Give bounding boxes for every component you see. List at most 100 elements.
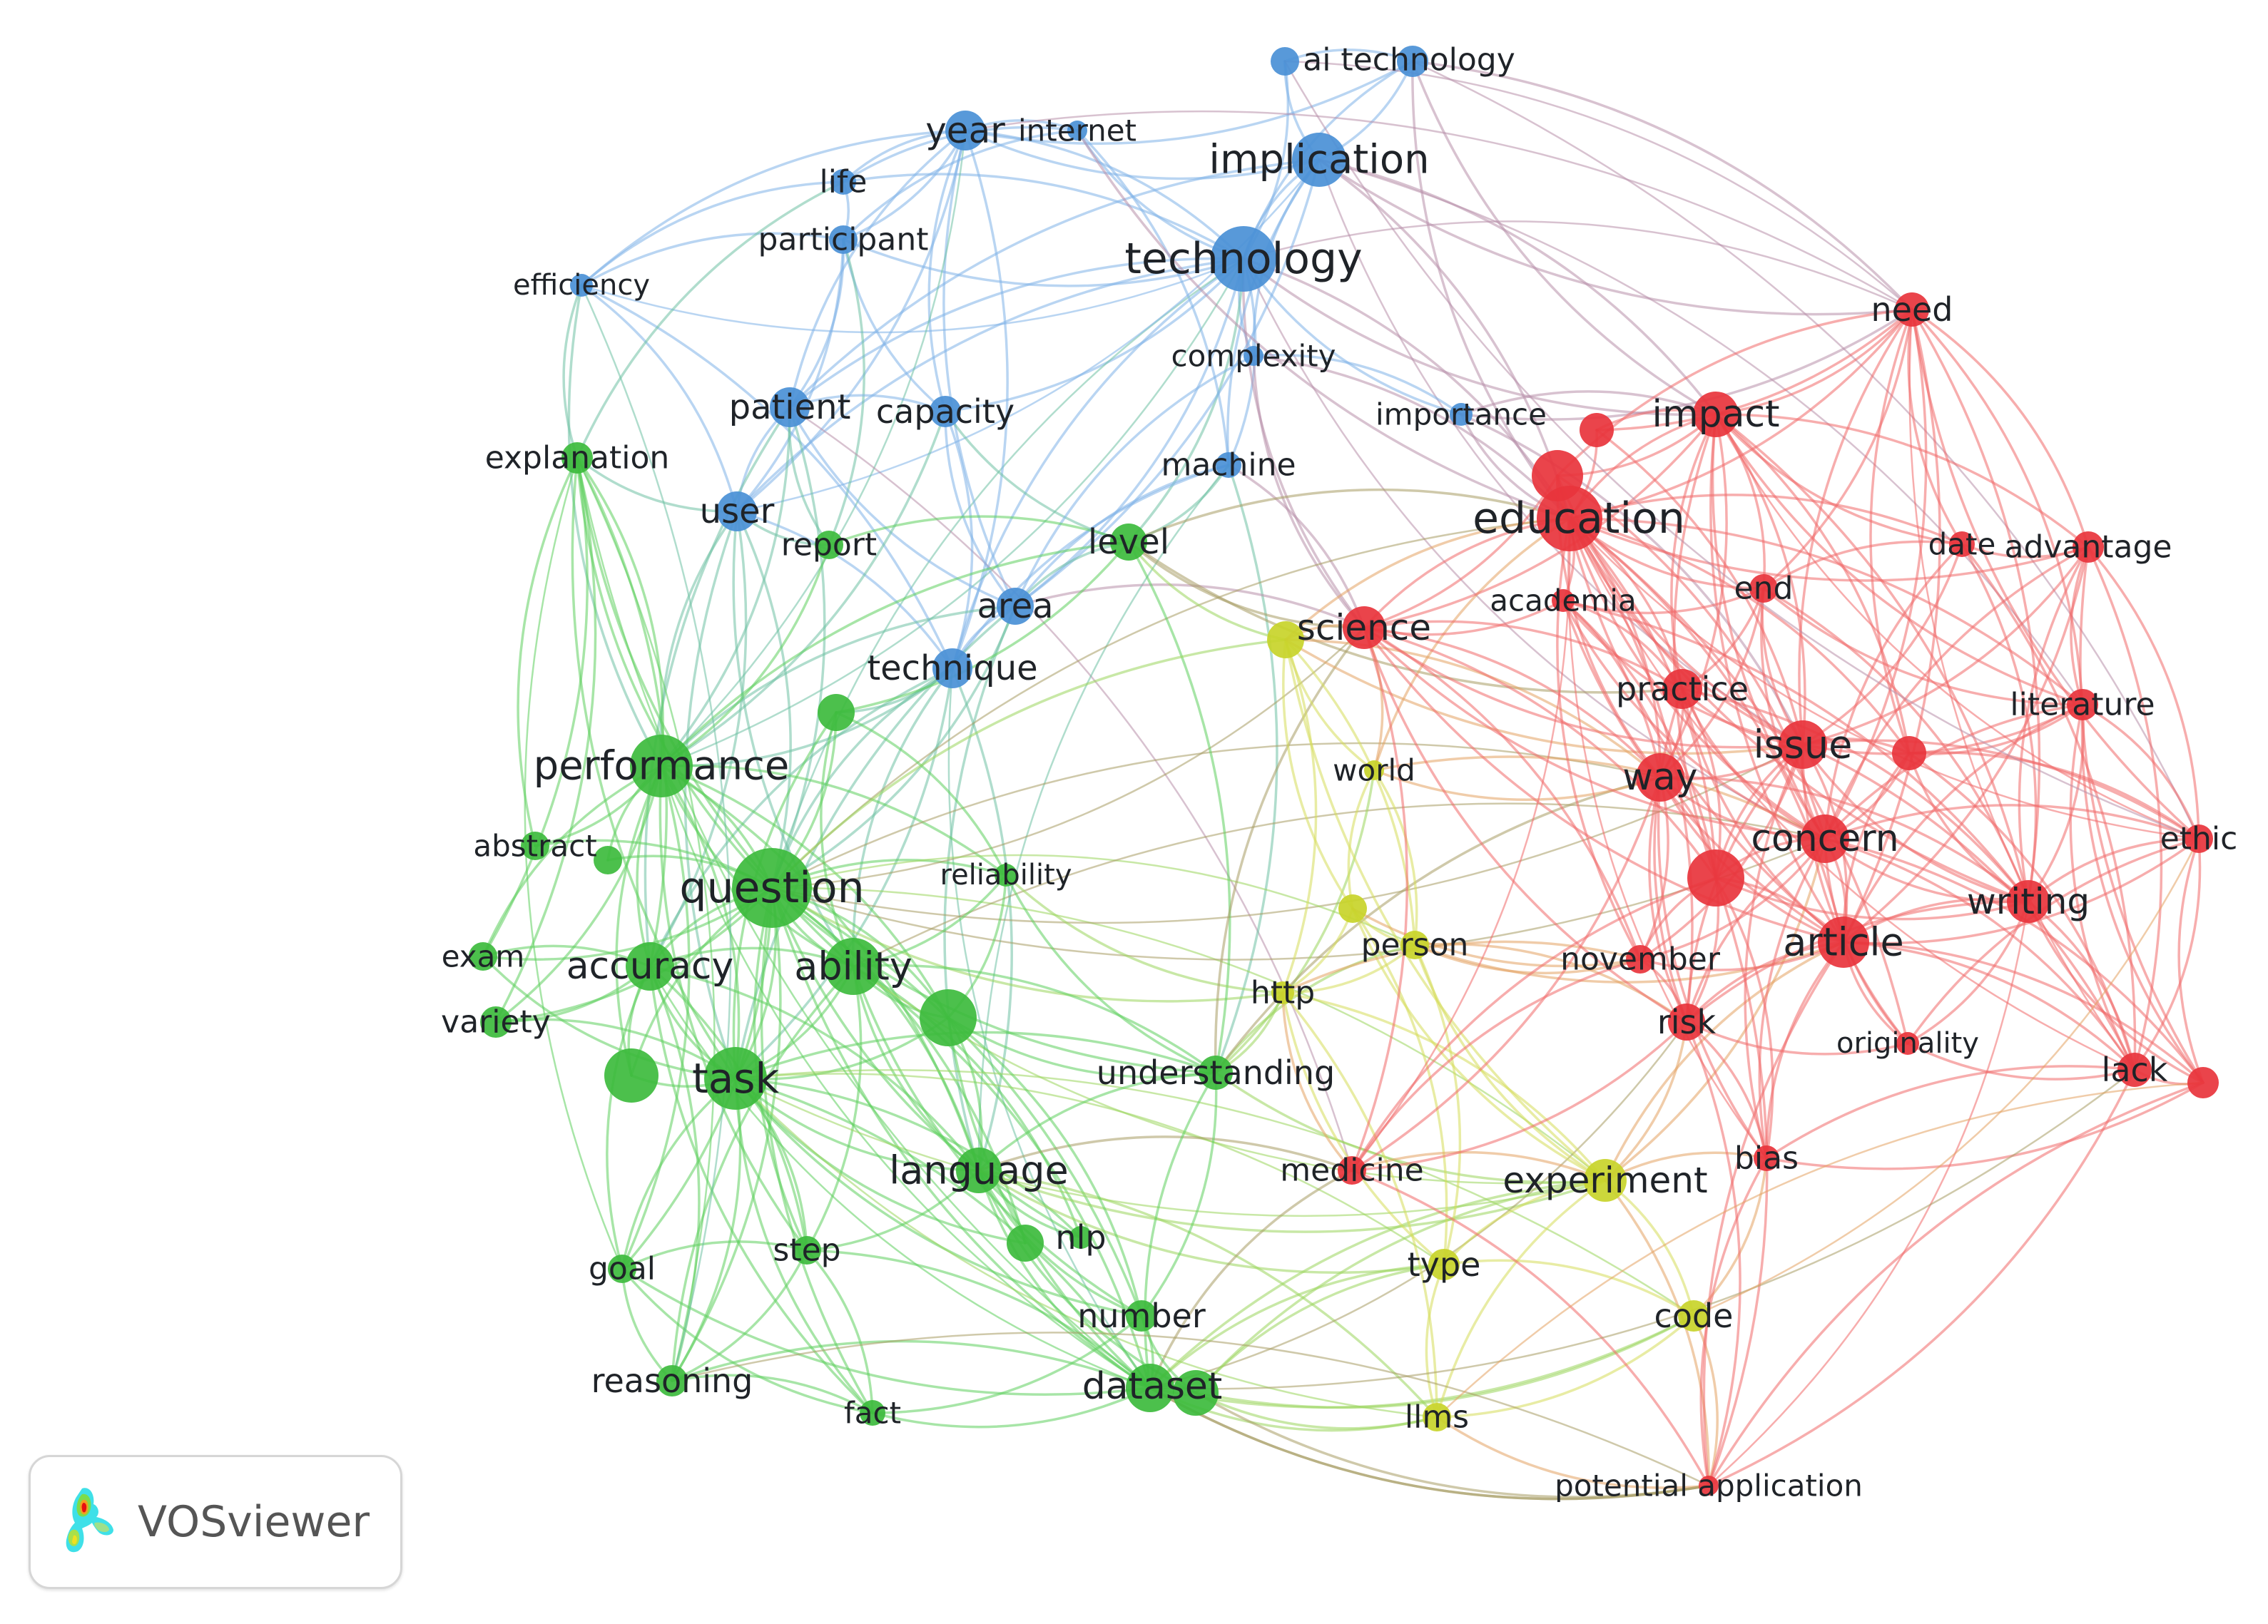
node-bias[interactable] bbox=[1754, 1145, 1779, 1171]
node-performance[interactable] bbox=[630, 735, 693, 797]
node-label-ethic[interactable]: ethic bbox=[2160, 821, 2238, 857]
node-yellow-u1[interactable] bbox=[1267, 621, 1304, 658]
node-question[interactable] bbox=[732, 848, 812, 928]
node-complexity[interactable] bbox=[1244, 346, 1263, 366]
node-label-date[interactable]: date bbox=[1928, 527, 1996, 562]
node-label-language[interactable]: language bbox=[889, 1148, 1068, 1193]
node-label-reliability[interactable]: reliability bbox=[940, 859, 1072, 892]
node-concern[interactable] bbox=[1801, 814, 1849, 863]
node-green-u3[interactable] bbox=[920, 989, 977, 1046]
node-reliability[interactable] bbox=[995, 864, 1017, 887]
node-label-user[interactable]: user bbox=[700, 491, 775, 531]
node-ethic[interactable] bbox=[2185, 824, 2213, 853]
node-label-article[interactable]: article bbox=[1783, 920, 1903, 965]
node-november[interactable] bbox=[1626, 945, 1654, 974]
node-way[interactable] bbox=[1636, 753, 1684, 802]
node-label-impact[interactable]: impact bbox=[1652, 393, 1780, 436]
node-year[interactable] bbox=[945, 111, 985, 150]
node-user[interactable] bbox=[717, 491, 757, 531]
node-accuracy[interactable] bbox=[626, 942, 674, 991]
node-type[interactable] bbox=[1428, 1249, 1460, 1280]
node-life[interactable] bbox=[830, 169, 856, 195]
node-exam[interactable] bbox=[469, 942, 497, 971]
node-technology[interactable] bbox=[1211, 226, 1276, 292]
node-green-nlp-node[interactable] bbox=[1007, 1225, 1044, 1262]
node-article[interactable] bbox=[1818, 916, 1869, 968]
node-label-type[interactable]: type bbox=[1408, 1245, 1481, 1284]
node-variety[interactable] bbox=[480, 1006, 512, 1038]
node-label-abstract[interactable]: abstract bbox=[473, 829, 596, 864]
node-label-dataset[interactable]: dataset bbox=[1082, 1365, 1223, 1408]
node-label-lack[interactable]: lack bbox=[2102, 1051, 2168, 1089]
node-label-technology[interactable]: technology bbox=[1124, 234, 1362, 284]
node-red-u4[interactable] bbox=[1687, 849, 1744, 907]
node-label-originality[interactable]: originality bbox=[1836, 1027, 1979, 1060]
node-label-ai-technology[interactable]: ai technology bbox=[1303, 42, 1515, 78]
node-label-science[interactable]: science bbox=[1297, 607, 1431, 648]
node-person[interactable] bbox=[1400, 931, 1429, 959]
node-report[interactable] bbox=[815, 531, 843, 559]
node-label-bias[interactable]: bias bbox=[1734, 1140, 1799, 1177]
node-label-step[interactable]: step bbox=[773, 1232, 840, 1269]
node-area[interactable] bbox=[997, 588, 1034, 625]
node-literature[interactable] bbox=[2067, 689, 2098, 720]
node-world[interactable] bbox=[1364, 760, 1384, 780]
node-understanding[interactable] bbox=[1199, 1056, 1233, 1090]
node-step[interactable] bbox=[793, 1236, 821, 1265]
node-science[interactable] bbox=[1343, 606, 1385, 649]
node-label-education[interactable]: education bbox=[1473, 494, 1685, 543]
node-http[interactable] bbox=[1271, 981, 1294, 1004]
node-label-task[interactable]: task bbox=[692, 1054, 780, 1103]
node-need[interactable] bbox=[1895, 292, 1929, 327]
node-label-writing[interactable]: writing bbox=[1967, 881, 2090, 922]
node-label-technique[interactable]: technique bbox=[867, 648, 1037, 688]
node-ai-technology[interactable] bbox=[1271, 47, 1299, 76]
node-originality[interactable] bbox=[1896, 1032, 1919, 1055]
node-label-academia[interactable]: academia bbox=[1490, 583, 1636, 618]
node-label-variety[interactable]: variety bbox=[441, 1004, 551, 1041]
node-label-complexity[interactable]: complexity bbox=[1171, 339, 1336, 374]
node-label-world[interactable]: world bbox=[1333, 753, 1415, 788]
node-label-risk[interactable]: risk bbox=[1657, 1003, 1717, 1041]
node-label-machine[interactable]: machine bbox=[1161, 447, 1296, 484]
node-label-llms[interactable]: llms bbox=[1405, 1399, 1469, 1436]
node-abstract[interactable] bbox=[521, 832, 549, 860]
node-capacity[interactable] bbox=[930, 396, 961, 427]
node-goal[interactable] bbox=[608, 1255, 636, 1283]
node-label-performance[interactable]: performance bbox=[534, 743, 790, 790]
node-efficiency[interactable] bbox=[570, 274, 593, 297]
node-participant[interactable] bbox=[829, 225, 858, 254]
node-label-efficiency[interactable]: efficiency bbox=[513, 269, 650, 302]
node-green-u1[interactable] bbox=[818, 694, 855, 731]
node-label-exam[interactable]: exam bbox=[442, 939, 525, 974]
node-label-explanation[interactable]: explanation bbox=[485, 440, 670, 476]
node-label-end[interactable]: end bbox=[1734, 571, 1794, 607]
node-technique[interactable] bbox=[932, 648, 972, 688]
node-label-issue[interactable]: issue bbox=[1754, 722, 1853, 767]
node-label-number[interactable]: number bbox=[1077, 1297, 1206, 1335]
node-machine[interactable] bbox=[1216, 452, 1241, 478]
node-green-u5[interactable] bbox=[1173, 1370, 1219, 1416]
node-education[interactable] bbox=[1537, 486, 1602, 551]
node-label-way[interactable]: way bbox=[1622, 756, 1697, 799]
node-language[interactable] bbox=[956, 1148, 1002, 1193]
node-nlp[interactable] bbox=[1069, 1226, 1092, 1249]
node-dataset[interactable] bbox=[1126, 1364, 1174, 1412]
node-label-code[interactable]: code bbox=[1654, 1297, 1734, 1335]
node-label-report[interactable]: report bbox=[781, 527, 877, 563]
node-label-participant[interactable]: participant bbox=[758, 222, 929, 258]
node-risk[interactable] bbox=[1668, 1003, 1705, 1041]
node-label-accuracy[interactable]: accuracy bbox=[566, 945, 734, 988]
node-label-reasoning[interactable]: reasoning bbox=[591, 1362, 753, 1400]
node-green-u4[interactable] bbox=[604, 1048, 658, 1103]
node-blue-u1[interactable] bbox=[1397, 46, 1428, 77]
node-label-year[interactable]: year bbox=[925, 110, 1005, 151]
node-label-patient[interactable]: patient bbox=[729, 387, 851, 427]
node-practice[interactable] bbox=[1662, 669, 1702, 709]
node-end[interactable] bbox=[1749, 574, 1778, 603]
node-label-goal[interactable]: goal bbox=[589, 1251, 656, 1287]
node-level[interactable] bbox=[1110, 524, 1147, 561]
node-date[interactable] bbox=[1949, 531, 1975, 557]
node-label-practice[interactable]: practice bbox=[1616, 670, 1749, 708]
